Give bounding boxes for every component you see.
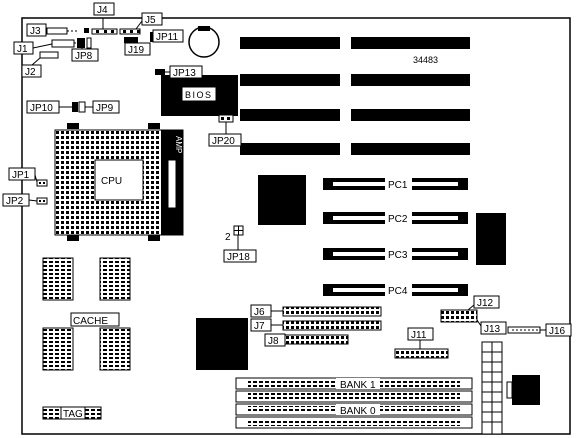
cache-label: CACHE: [73, 316, 108, 327]
isa-slot-right-4: [351, 143, 470, 155]
power-connector: [481, 341, 503, 435]
ide-headers: [282, 306, 382, 345]
jp2-label: JP2: [6, 196, 24, 207]
jp8-jumper: [77, 37, 92, 49]
j1-label: J1: [17, 44, 28, 55]
chipset-chip-upper: [258, 175, 306, 225]
callout-labels: J4 J5 J3 JP11 J1 JP8 J19 J2 JP13 JP10: [2, 2, 572, 349]
j4-label: J4: [97, 5, 108, 16]
jp8-label: JP8: [75, 51, 93, 62]
isa-slot-left-2: [240, 74, 340, 86]
jp1-jumper: [36, 179, 48, 187]
bank-0-label: BANK 0: [340, 406, 376, 417]
j16-label: J16: [549, 326, 566, 337]
jp13-jumper: [155, 69, 165, 75]
pci-slots: PC1 PC2 PC3 PC4: [323, 177, 468, 297]
isa-slot-left-1: [240, 37, 340, 49]
cache-chip-1: [42, 257, 74, 301]
j8-header: [282, 334, 349, 345]
isa-slot-right-3: [351, 109, 470, 121]
jp11-label: JP11: [156, 32, 178, 43]
jp18-pin-number: 2: [225, 232, 231, 243]
pci-slot-1-label: PC1: [388, 180, 408, 191]
cpu-label: CPU: [101, 176, 122, 187]
j12-label: J12: [477, 298, 494, 309]
tag-chip: TAG: [42, 406, 102, 420]
j7-header: [282, 320, 382, 331]
jp9-label: JP9: [96, 103, 114, 114]
board-id-number: 34483: [413, 55, 438, 65]
j13-label: J13: [484, 324, 501, 335]
simm-banks: BANK 1 BANK 0: [235, 377, 473, 429]
bios-label: BIOS: [185, 90, 213, 100]
jp10-jumper: [72, 101, 86, 113]
j11-label: J11: [411, 330, 427, 341]
cpu-socket: CPU AMP: [54, 123, 184, 241]
j11-header: [394, 348, 449, 359]
isa-slot-right-1: [351, 37, 470, 49]
cache-chip-4: [99, 327, 131, 371]
jp18-jumper: 2: [225, 225, 244, 243]
chipset-chip-lower: [196, 318, 248, 370]
j12-header: [440, 309, 478, 323]
battery: [188, 26, 220, 58]
jp1-label: JP1: [12, 170, 30, 181]
j2-label: J2: [25, 67, 36, 78]
cache-chips: CACHE: [42, 257, 131, 371]
bios-chip: BIOS: [161, 75, 238, 116]
chipset-chip-right: [476, 213, 506, 265]
keyboard-connector: [506, 375, 540, 405]
cache-chip-2: [99, 257, 131, 301]
j2-connector: [39, 51, 59, 59]
jp18-label: JP18: [227, 252, 250, 263]
pci-slot-2-label: PC2: [388, 214, 408, 225]
j5-label: J5: [145, 15, 156, 26]
isa-slot-left-4: [240, 143, 340, 155]
board-outline: [21, 17, 571, 435]
j3-connector: [46, 27, 89, 35]
j6-header: [282, 306, 382, 317]
bank-1-label: BANK 1: [340, 380, 376, 391]
j19-jumper: [124, 37, 138, 43]
j19-label: J19: [128, 45, 145, 56]
pci-slot-4-label: PC4: [388, 286, 408, 297]
isa-slot-left-3: [240, 109, 340, 121]
j6-label: J6: [254, 307, 265, 318]
tag-label: TAG: [63, 409, 83, 420]
amp-label: AMP: [174, 136, 183, 153]
j8-label: J8: [268, 336, 279, 347]
j7-label: J7: [254, 321, 265, 332]
isa-slot-right-2: [351, 74, 470, 86]
jp2-jumper: [36, 197, 48, 205]
j5-connector: [119, 28, 141, 35]
jp13-label: JP13: [173, 68, 196, 79]
j3-label: J3: [30, 26, 41, 37]
jp20-label: JP20: [212, 136, 235, 147]
isa-slots: [240, 37, 470, 155]
chipset-chips: [196, 175, 506, 370]
jp20-jumper: [218, 114, 234, 123]
pci-slot-3-label: PC3: [388, 250, 408, 261]
cache-chip-3: [42, 327, 74, 371]
j4-connector: [91, 18, 118, 35]
jp10-label: JP10: [30, 103, 53, 114]
j16-connector: [507, 326, 541, 334]
